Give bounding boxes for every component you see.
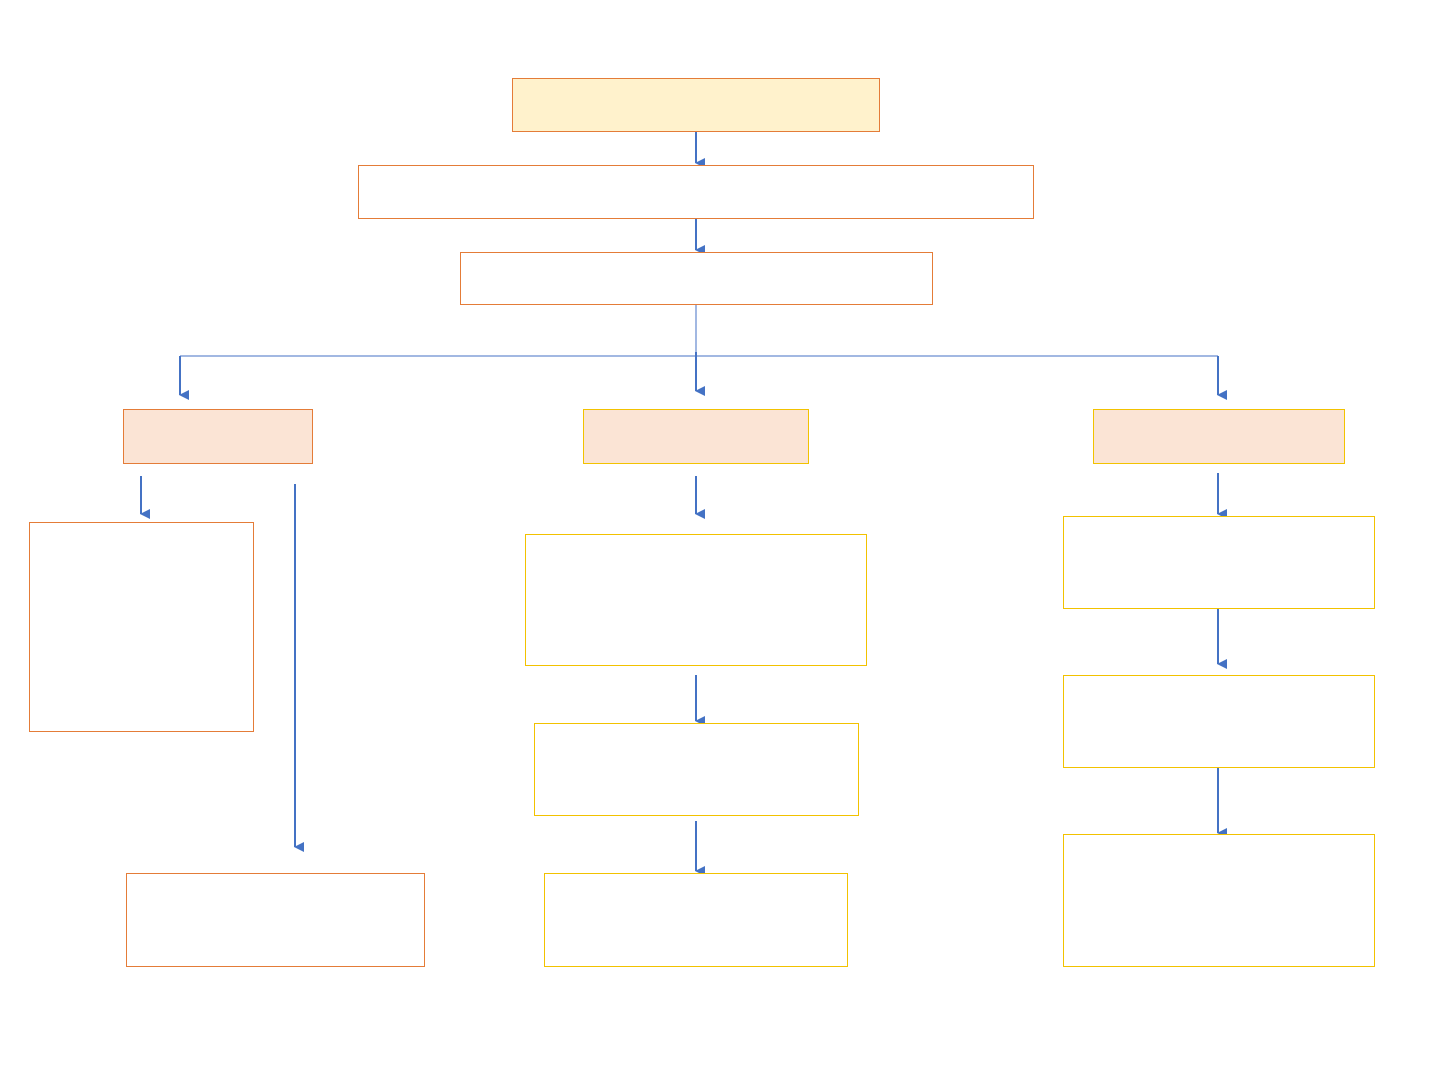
node-left-bottom bbox=[126, 873, 425, 967]
node-middle-step1 bbox=[525, 534, 867, 666]
node-left-detail bbox=[29, 522, 254, 732]
node-branch-right bbox=[1093, 409, 1345, 464]
node-top bbox=[512, 78, 880, 132]
node-branch-middle bbox=[583, 409, 809, 464]
node-right-step2 bbox=[1063, 675, 1375, 768]
node-right-step3 bbox=[1063, 834, 1375, 967]
node-level3 bbox=[460, 252, 933, 305]
node-right-step1 bbox=[1063, 516, 1375, 609]
node-branch-left bbox=[123, 409, 313, 464]
node-level2 bbox=[358, 165, 1034, 219]
node-middle-step3 bbox=[544, 873, 848, 967]
node-middle-step2 bbox=[534, 723, 859, 816]
